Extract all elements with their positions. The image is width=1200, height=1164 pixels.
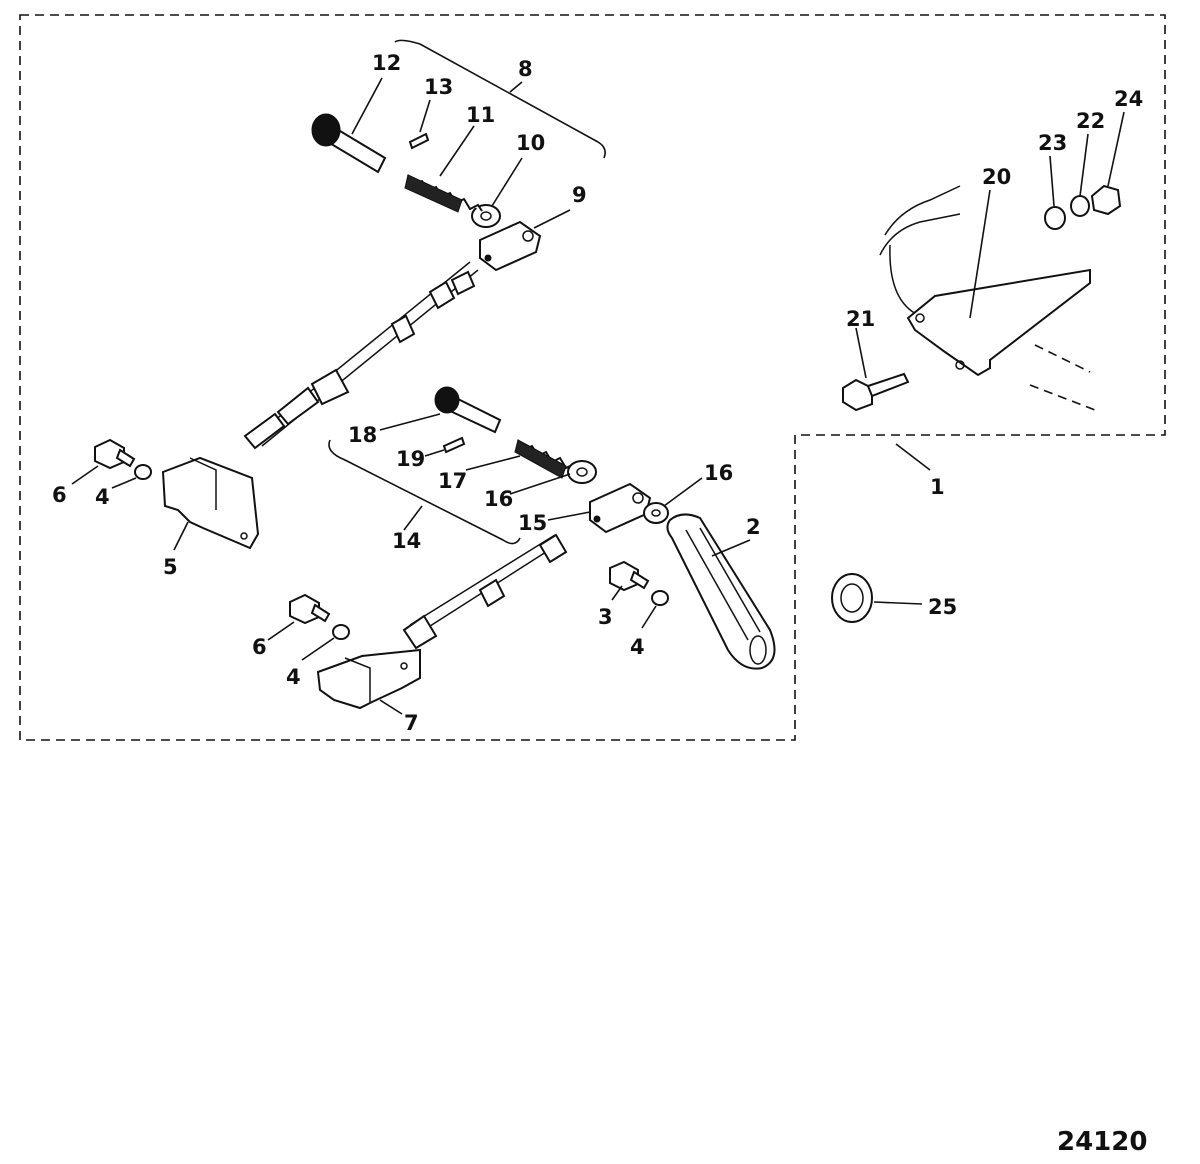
leader-20 bbox=[969, 189, 991, 319]
bracket-part-7 bbox=[316, 648, 421, 710]
leader-14 bbox=[403, 505, 423, 531]
callout-13: 13 bbox=[424, 75, 453, 99]
bolt-part-21 bbox=[842, 372, 910, 412]
callout-16b: 16 bbox=[704, 461, 733, 485]
washer-part-4-right bbox=[651, 590, 669, 606]
bracket-part-5 bbox=[161, 456, 260, 550]
leader-12 bbox=[351, 77, 383, 135]
leader-16b bbox=[663, 477, 703, 507]
leader-4b bbox=[301, 637, 335, 661]
bolt-part-6-upper bbox=[94, 438, 136, 470]
callout-6a: 6 bbox=[52, 483, 67, 507]
callout-22: 22 bbox=[1076, 109, 1105, 133]
callout-25: 25 bbox=[928, 595, 957, 619]
leader-7 bbox=[379, 699, 403, 715]
callout-6b: 6 bbox=[252, 635, 267, 659]
callout-18: 18 bbox=[348, 423, 377, 447]
leader-3 bbox=[611, 585, 623, 601]
engine-cowl-outline bbox=[879, 185, 1096, 411]
callout-17: 17 bbox=[438, 469, 467, 493]
leader-1 bbox=[895, 443, 931, 471]
leader-11 bbox=[439, 125, 475, 177]
callout-9: 9 bbox=[572, 183, 587, 207]
callout-5: 5 bbox=[163, 555, 178, 579]
callout-11: 11 bbox=[466, 103, 495, 127]
leader-5 bbox=[173, 521, 189, 551]
leader-23 bbox=[1049, 155, 1055, 207]
callout-4a: 4 bbox=[95, 485, 110, 509]
callout-8: 8 bbox=[518, 57, 533, 81]
callout-2: 2 bbox=[746, 515, 761, 539]
callout-14: 14 bbox=[392, 529, 421, 553]
leader-17 bbox=[465, 455, 521, 471]
callout-10: 10 bbox=[516, 131, 545, 155]
clevis-part-15 bbox=[589, 482, 652, 534]
washer-part-4-upper bbox=[134, 464, 152, 480]
callout-4b: 4 bbox=[286, 665, 301, 689]
leader-10 bbox=[491, 157, 523, 207]
washer-part-16b bbox=[643, 502, 669, 524]
callout-21: 21 bbox=[846, 307, 875, 331]
callout-19: 19 bbox=[396, 447, 425, 471]
leader-19 bbox=[424, 449, 445, 457]
figure-number: 24120 bbox=[1057, 1127, 1147, 1157]
callout-4c: 4 bbox=[630, 635, 645, 659]
bolt-part-6-lower bbox=[289, 593, 331, 625]
callout-16a: 16 bbox=[484, 487, 513, 511]
upper-throttle-cable bbox=[243, 261, 479, 450]
grommet-part-25 bbox=[831, 573, 873, 623]
clevis-part-9 bbox=[479, 220, 542, 272]
leader-22 bbox=[1079, 133, 1089, 197]
leader-4a bbox=[111, 477, 137, 489]
leader-8 bbox=[509, 81, 523, 93]
callout-20: 20 bbox=[982, 165, 1011, 189]
pin-part-12 bbox=[311, 113, 387, 174]
bracket-part-14 bbox=[328, 439, 521, 545]
lower-shift-cable bbox=[402, 533, 568, 650]
leader-24 bbox=[1107, 111, 1125, 187]
leader-15 bbox=[547, 511, 591, 521]
callout-7: 7 bbox=[404, 711, 419, 735]
spring-part-11 bbox=[404, 174, 483, 213]
pin-part-18 bbox=[434, 386, 502, 434]
leader-16a bbox=[509, 473, 571, 495]
callout-24: 24 bbox=[1114, 87, 1143, 111]
washer-part-4-lower bbox=[332, 624, 350, 640]
leader-6b bbox=[267, 621, 295, 641]
nut-part-24 bbox=[1090, 184, 1122, 216]
cotter-pin-part-13 bbox=[408, 132, 430, 150]
leader-9 bbox=[533, 209, 571, 229]
callout-23: 23 bbox=[1038, 131, 1067, 155]
leader-2 bbox=[711, 539, 751, 557]
bracket-part-20 bbox=[906, 268, 1091, 377]
callout-12: 12 bbox=[372, 51, 401, 75]
callout-3: 3 bbox=[598, 605, 613, 629]
lever-part-2 bbox=[666, 513, 776, 670]
washer-part-16a bbox=[567, 460, 597, 484]
leader-18 bbox=[379, 413, 441, 431]
lockwasher-part-22 bbox=[1070, 195, 1090, 217]
kit-boundary-dashed-outline bbox=[19, 14, 1166, 741]
leader-4c bbox=[641, 605, 657, 629]
cotter-pin-part-19 bbox=[442, 436, 466, 454]
washer-part-23 bbox=[1044, 206, 1066, 230]
callout-15: 15 bbox=[518, 511, 547, 535]
leader-13 bbox=[419, 99, 431, 133]
callout-1: 1 bbox=[930, 475, 945, 499]
bolt-part-3 bbox=[609, 560, 650, 592]
leader-25 bbox=[873, 601, 923, 605]
washer-part-10 bbox=[471, 204, 501, 228]
leader-21 bbox=[855, 327, 867, 379]
bracket-part-8 bbox=[394, 39, 606, 159]
leader-6a bbox=[71, 465, 99, 485]
